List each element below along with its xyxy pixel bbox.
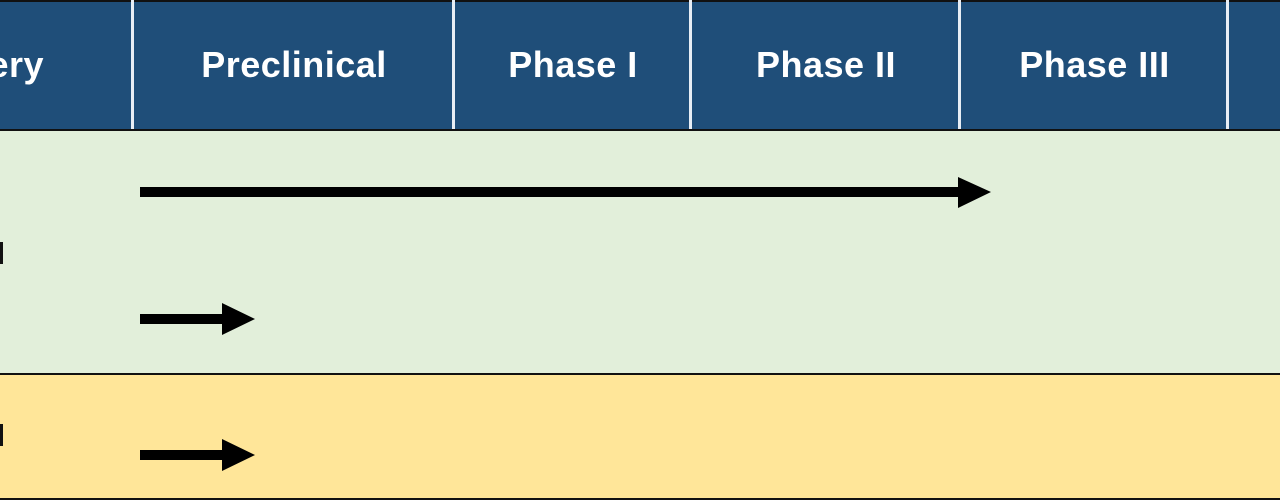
header-col-phase-1: Phase I xyxy=(456,0,690,129)
green-band xyxy=(0,131,1280,375)
header-col-discovery-label: ery xyxy=(0,43,44,85)
header-col-preclinical: Preclinical xyxy=(135,0,453,129)
header-col-phase-1-label: Phase I xyxy=(508,43,638,85)
header-col-phase-3-label: Phase III xyxy=(1019,43,1170,85)
header-col-discovery: ery xyxy=(0,0,132,129)
arrow-short-icon xyxy=(140,439,255,471)
progress-arrow-row-3 xyxy=(140,435,256,475)
header-divider xyxy=(689,0,692,129)
header-col-phase-2: Phase II xyxy=(693,0,959,129)
header-divider xyxy=(452,0,455,129)
header-col-preclinical-label: Preclinical xyxy=(201,43,387,85)
header-col-next xyxy=(1230,0,1280,129)
phase-header: ery Preclinical Phase I Phase II Phase I… xyxy=(0,0,1280,131)
row-label-edge-mark xyxy=(0,424,3,446)
header-divider xyxy=(1226,0,1229,129)
progress-arrow-row-2 xyxy=(140,299,256,339)
header-col-phase-2-label: Phase II xyxy=(755,43,897,85)
header-divider xyxy=(131,0,134,129)
header-divider xyxy=(958,0,961,129)
arrow-long-icon xyxy=(140,177,991,208)
arrow-short-icon xyxy=(140,303,255,335)
row-label-edge-mark xyxy=(0,242,3,264)
progress-arrow-row-1 xyxy=(140,173,992,213)
yellow-band xyxy=(0,375,1280,500)
header-top-border xyxy=(0,0,1280,2)
header-col-phase-3: Phase III xyxy=(962,0,1227,129)
